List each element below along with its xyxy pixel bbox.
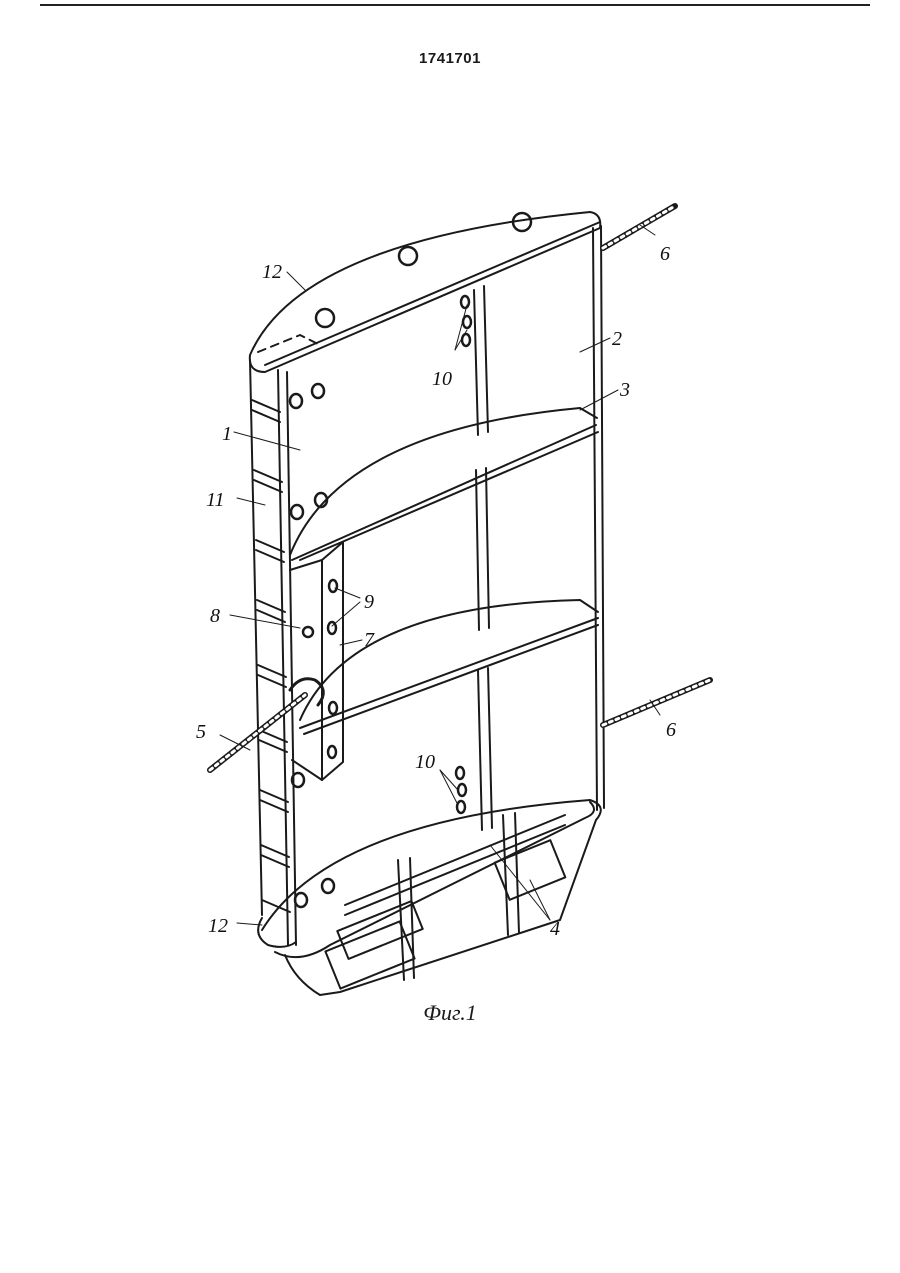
label-8: 8 bbox=[210, 605, 220, 627]
label-5: 5 bbox=[196, 721, 206, 743]
top-cap-plate bbox=[248, 211, 602, 373]
label-12-bottom: 12 bbox=[208, 915, 228, 937]
label-11: 11 bbox=[206, 489, 225, 511]
label-12-top: 12 bbox=[262, 261, 282, 283]
label-6-top: 6 bbox=[660, 243, 670, 265]
lower-shelf bbox=[299, 599, 599, 721]
bracket bbox=[321, 541, 344, 781]
top-cap-edge bbox=[264, 221, 601, 366]
bottom-basket bbox=[261, 799, 602, 996]
label-7: 7 bbox=[364, 629, 375, 651]
label-10-bottom: 10 bbox=[415, 751, 435, 773]
top-cap-dashed bbox=[257, 334, 321, 353]
label-6-bottom: 6 bbox=[666, 719, 676, 741]
bottom-cap bbox=[257, 917, 297, 948]
label-1: 1 bbox=[222, 423, 232, 445]
label-9: 9 bbox=[364, 591, 374, 613]
label-4: 4 bbox=[550, 918, 560, 940]
label-3: 3 bbox=[619, 379, 630, 401]
upper-shelf bbox=[289, 407, 598, 556]
patent-number: 1741701 bbox=[419, 50, 481, 67]
figure-caption: Фиг.1 bbox=[423, 1000, 477, 1025]
top-rule bbox=[40, 4, 870, 6]
ladder-rungs bbox=[251, 399, 291, 913]
label-2: 2 bbox=[612, 328, 622, 350]
holes bbox=[288, 211, 533, 909]
label-10-top: 10 bbox=[432, 368, 452, 390]
